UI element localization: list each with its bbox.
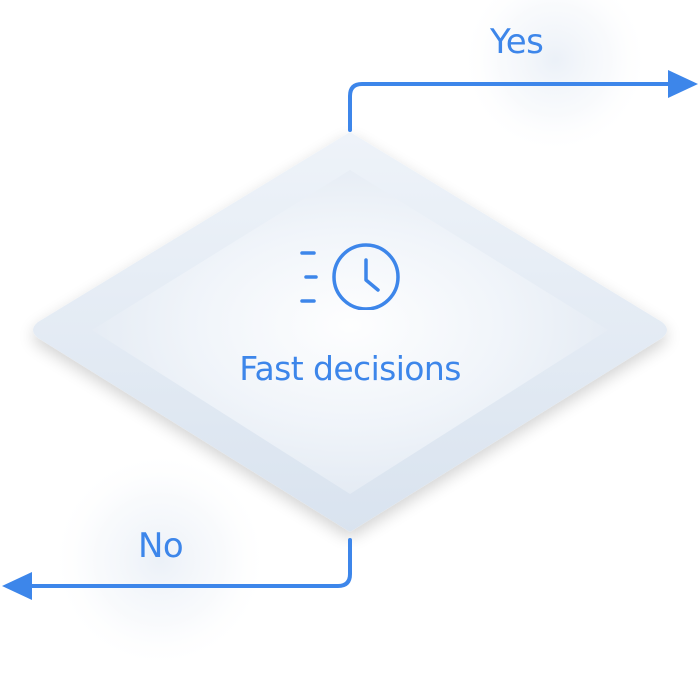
no-branch-line bbox=[22, 538, 352, 588]
fast-clock-icon bbox=[298, 238, 404, 310]
decision-diamond bbox=[33, 132, 667, 532]
yes-branch-label: Yes bbox=[490, 22, 544, 62]
yes-halo bbox=[460, 0, 650, 155]
decision-label: Fast decisions bbox=[239, 349, 461, 388]
no-arrow-head bbox=[2, 572, 32, 600]
yes-arrow-head bbox=[668, 70, 698, 98]
no-branch-label: No bbox=[138, 526, 184, 566]
yes-branch-line bbox=[348, 82, 678, 132]
no-halo bbox=[50, 450, 270, 670]
